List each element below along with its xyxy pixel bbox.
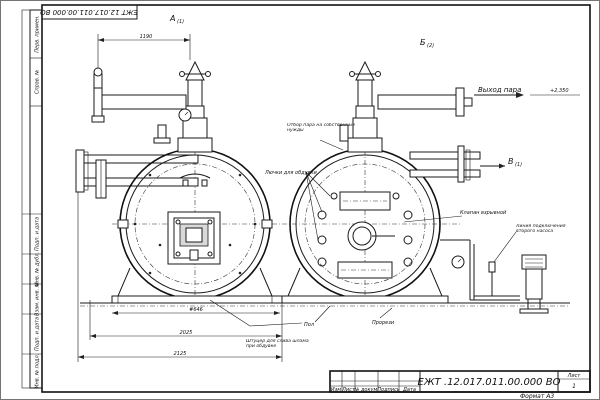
- stamp-sprav: Справ. №: [35, 70, 41, 94]
- feed-pump-line-label: Линия подключения второго насоса: [516, 224, 566, 235]
- dim-top: 1190: [97, 34, 191, 78]
- boiler-front-view: [75, 60, 283, 304]
- view-a-label: А: [169, 14, 175, 23]
- slots-label: Прорези: [372, 320, 395, 326]
- blowdown-fitting-label: Штуцер для слива шлама при обдувке: [246, 339, 309, 350]
- sheet-number: 1: [572, 383, 576, 390]
- stamp-vzam-inv: Взам. инв. №: [35, 282, 41, 316]
- tb-header-list: Лист: [341, 387, 356, 393]
- tb-header-izm: Изм: [331, 387, 341, 393]
- stamp-perv-primen: Перв. примен.: [35, 15, 41, 53]
- steam-sampling-label: Отбор пара на собственные нужды: [287, 123, 355, 134]
- explosion-valve-label: Клапан взрывной: [460, 210, 507, 216]
- boiler-rear-view: [281, 60, 481, 304]
- view-v-sub: (1): [515, 162, 522, 168]
- feed-pump: [440, 239, 549, 314]
- steam-level-label: +2,350: [550, 88, 569, 94]
- format-label: Формат А3: [520, 393, 554, 400]
- tb-header-doc: № докум.: [353, 387, 379, 393]
- dim-bottom: #646 2025 2125: [77, 192, 283, 362]
- view-v-label: В: [508, 157, 514, 166]
- stamp-podp-2: Подп. и дата: [35, 317, 41, 351]
- title-block: Изм Лист № докум. Подпись Дата ЕЖТ .12.0…: [329, 370, 591, 393]
- tb-header-date: Дата: [402, 387, 416, 393]
- steam-outlet-label: Выход пара: [478, 86, 521, 94]
- dim-top-value: 1190: [140, 34, 153, 40]
- top-code-text: ЕЖТ 12.017.011.00.000 ВО: [40, 8, 138, 16]
- stamp-podp-1: Подп. и дата: [35, 217, 41, 251]
- title-block-code: ЕЖТ .12.017.011.00.000 ВО: [418, 377, 561, 388]
- view-a-sub: (1): [177, 19, 184, 25]
- leaders: [209, 92, 580, 327]
- dim-total-value: 2125: [174, 351, 187, 357]
- hatches-label: Лючки для обдувки: [264, 170, 318, 176]
- tb-header-sign: Подпись: [377, 387, 400, 393]
- view-b-label: Б: [420, 38, 426, 47]
- stamp-inv-dubl: Инв. № дубл.: [35, 252, 41, 286]
- top-code-box: ЕЖТ 12.017.011.00.000 ВО: [40, 4, 138, 20]
- dim-mid-value: 2025: [180, 330, 193, 336]
- side-stamp: Перв. примен. Справ. № Подп. и дата Инв.…: [21, 9, 43, 389]
- view-b-sub: (2): [427, 43, 434, 49]
- stamp-inv-podl: Инв. № подл.: [35, 354, 41, 389]
- dim-base-value: #646: [189, 307, 203, 313]
- sheet-label: Лист: [567, 373, 582, 379]
- floor-label: Пол: [304, 322, 315, 328]
